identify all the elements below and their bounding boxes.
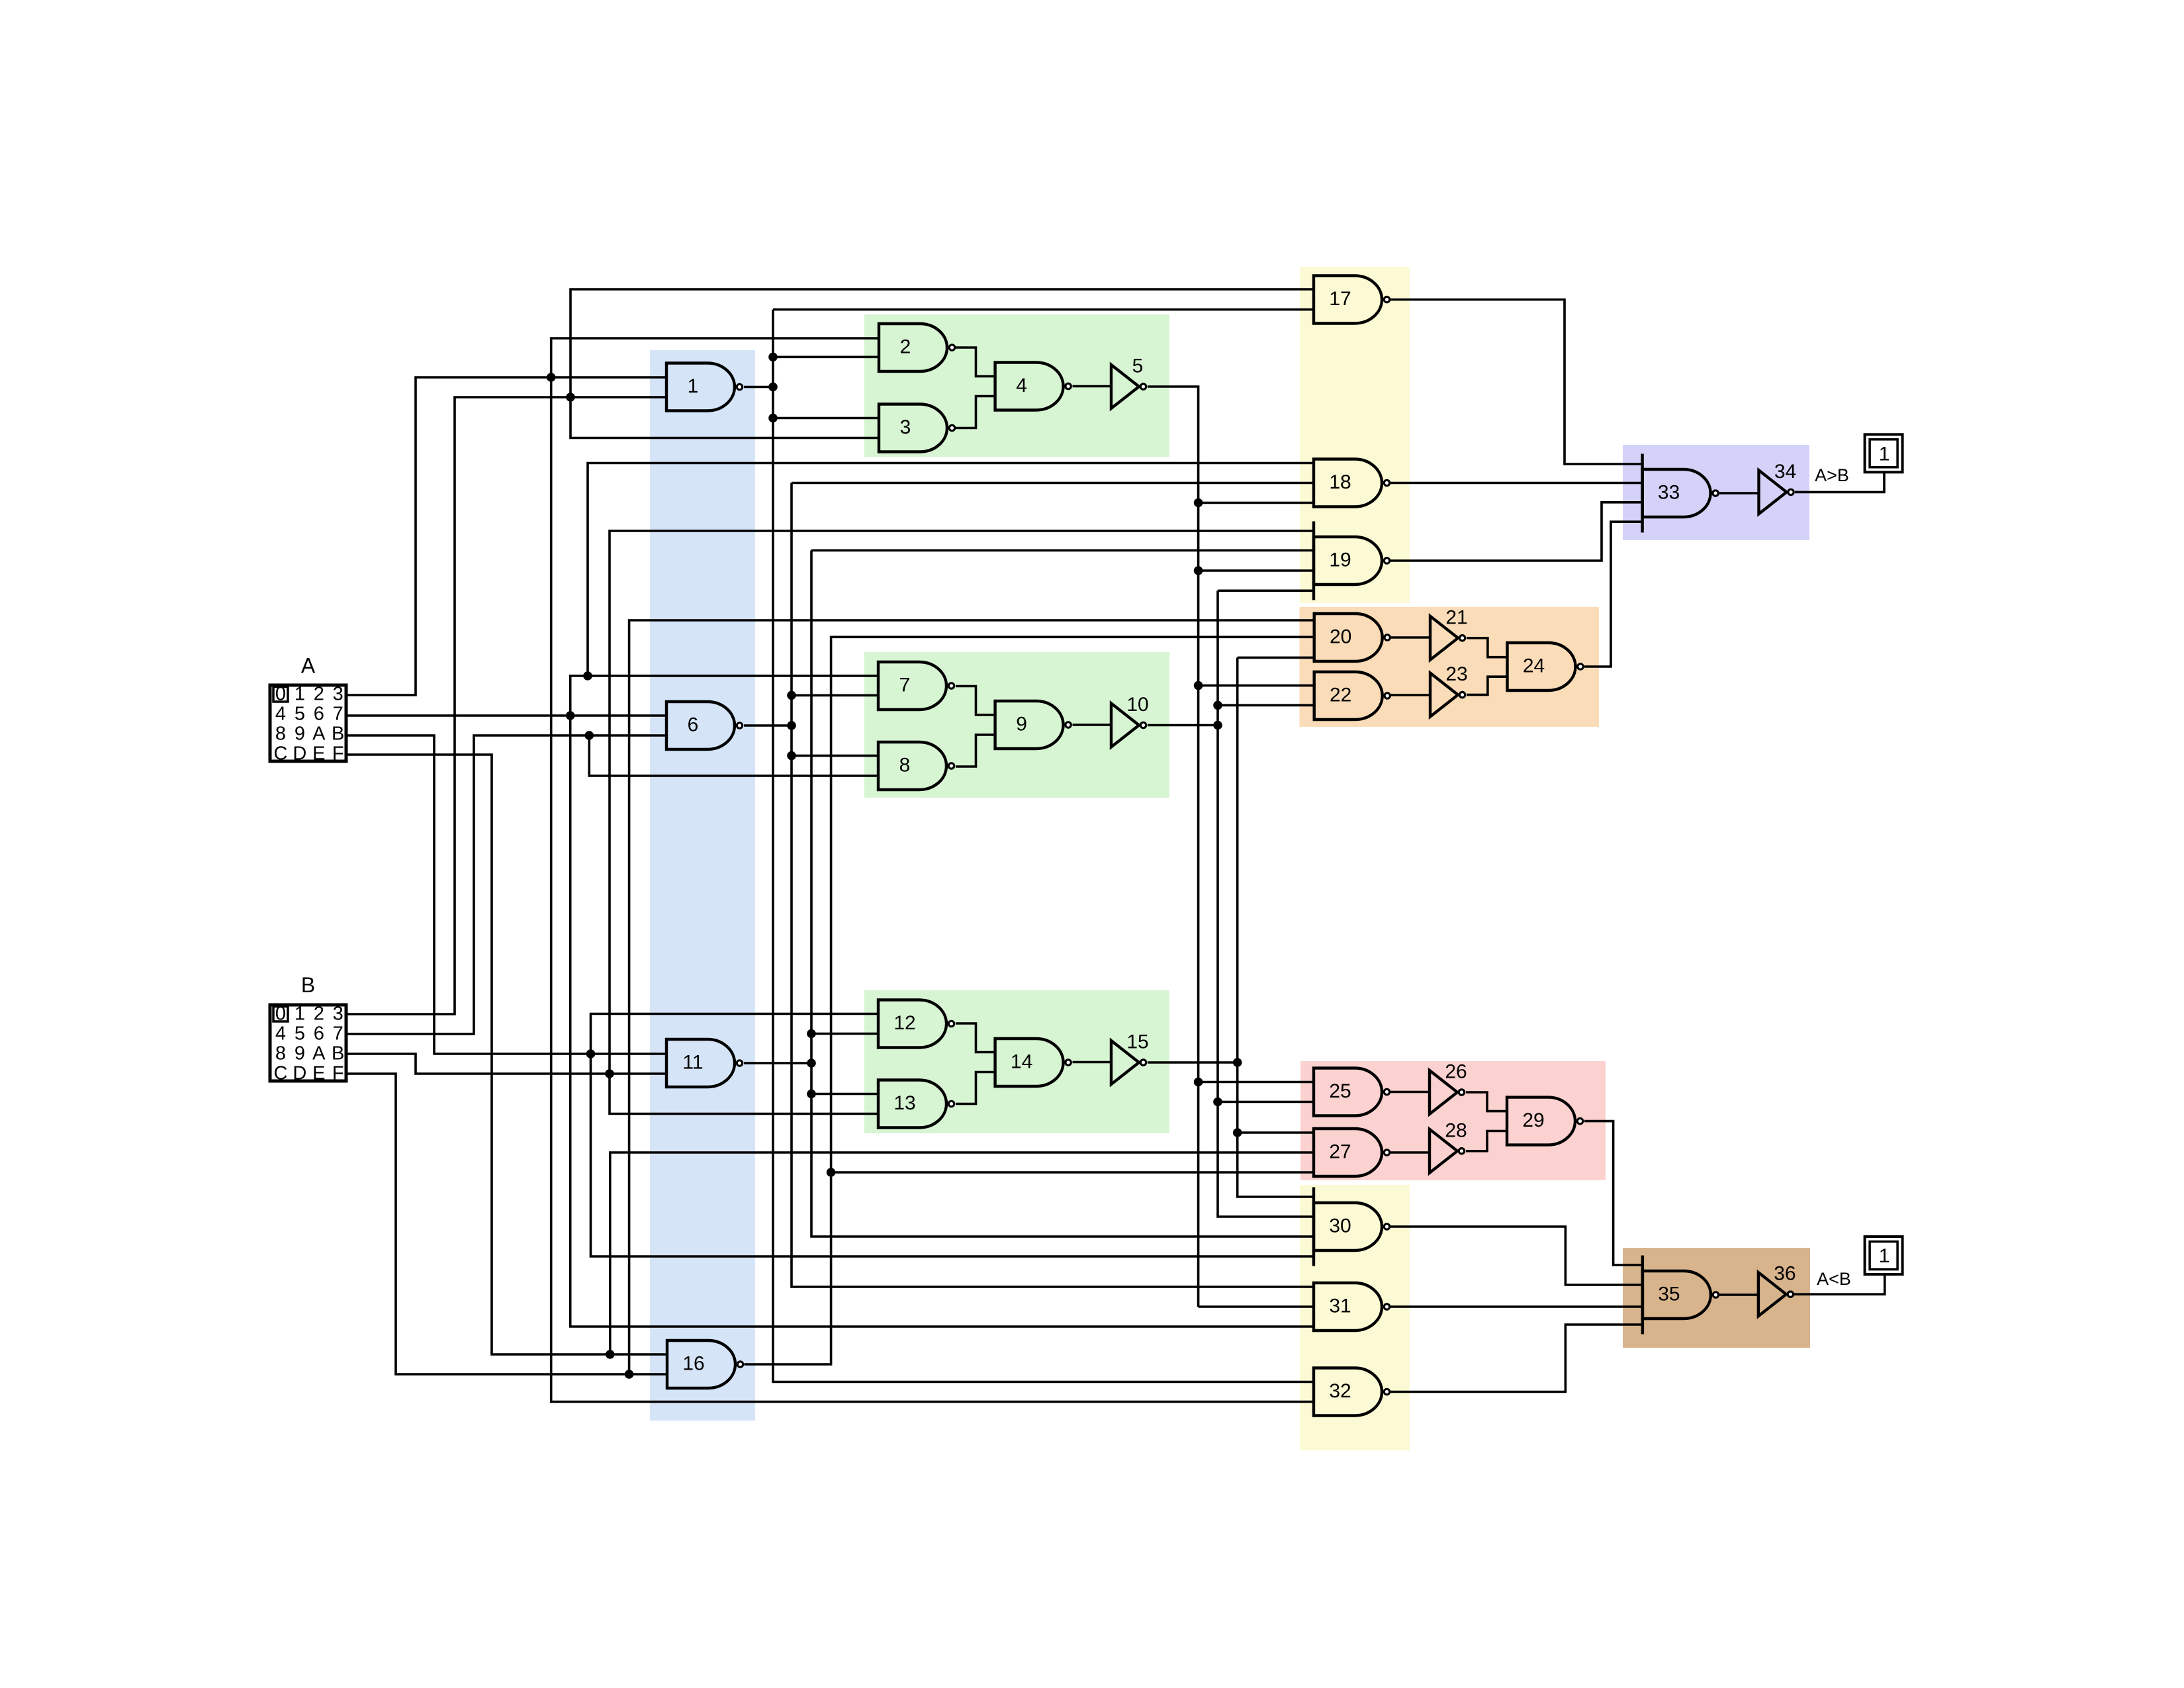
svg-text:E: E bbox=[312, 743, 325, 765]
svg-text:A: A bbox=[301, 654, 316, 678]
svg-text:5: 5 bbox=[295, 1023, 305, 1045]
svg-text:7: 7 bbox=[333, 704, 343, 725]
svg-text:5: 5 bbox=[295, 704, 305, 725]
svg-text:B: B bbox=[332, 724, 344, 745]
svg-text:3: 3 bbox=[333, 684, 343, 705]
svg-text:2: 2 bbox=[314, 1004, 324, 1025]
svg-text:11: 11 bbox=[682, 1052, 703, 1074]
svg-text:10: 10 bbox=[1126, 694, 1148, 716]
svg-text:2: 2 bbox=[314, 684, 324, 705]
svg-text:3: 3 bbox=[900, 416, 911, 438]
svg-text:2: 2 bbox=[900, 336, 911, 358]
svg-text:A: A bbox=[312, 724, 326, 745]
svg-text:35: 35 bbox=[1658, 1284, 1680, 1305]
svg-text:8: 8 bbox=[899, 755, 911, 776]
svg-text:23: 23 bbox=[1445, 663, 1467, 685]
svg-text:B: B bbox=[301, 973, 315, 997]
svg-text:4: 4 bbox=[275, 1023, 286, 1045]
svg-text:5: 5 bbox=[1132, 355, 1144, 377]
svg-text:9: 9 bbox=[295, 1043, 305, 1064]
svg-text:1: 1 bbox=[688, 375, 699, 397]
svg-text:4: 4 bbox=[275, 704, 286, 725]
svg-text:4: 4 bbox=[1016, 375, 1027, 397]
svg-text:D: D bbox=[293, 743, 306, 765]
svg-text:32: 32 bbox=[1329, 1380, 1351, 1402]
svg-text:1: 1 bbox=[295, 684, 305, 705]
svg-text:B: B bbox=[332, 1043, 344, 1064]
svg-text:6: 6 bbox=[314, 704, 324, 725]
svg-text:0: 0 bbox=[275, 1004, 286, 1025]
svg-text:26: 26 bbox=[1445, 1061, 1467, 1083]
svg-text:13: 13 bbox=[893, 1092, 915, 1114]
svg-text:30: 30 bbox=[1329, 1215, 1351, 1237]
svg-text:A<B: A<B bbox=[1817, 1269, 1851, 1289]
svg-text:1: 1 bbox=[295, 1004, 305, 1025]
svg-text:9: 9 bbox=[1016, 714, 1027, 735]
svg-text:9: 9 bbox=[295, 724, 305, 745]
svg-text:17: 17 bbox=[1329, 288, 1351, 310]
svg-text:31: 31 bbox=[1329, 1295, 1351, 1317]
svg-text:E: E bbox=[312, 1063, 325, 1084]
svg-text:0: 0 bbox=[275, 684, 286, 705]
svg-text:8: 8 bbox=[275, 724, 286, 745]
svg-text:22: 22 bbox=[1330, 684, 1351, 706]
svg-text:C: C bbox=[274, 743, 288, 765]
svg-text:36: 36 bbox=[1774, 1263, 1796, 1285]
svg-text:14: 14 bbox=[1011, 1051, 1032, 1073]
svg-text:8: 8 bbox=[275, 1043, 286, 1064]
svg-text:25: 25 bbox=[1329, 1080, 1351, 1102]
svg-text:15: 15 bbox=[1126, 1031, 1148, 1053]
svg-text:6: 6 bbox=[314, 1023, 324, 1045]
svg-text:24: 24 bbox=[1523, 655, 1545, 677]
svg-text:C: C bbox=[274, 1063, 288, 1084]
svg-text:12: 12 bbox=[893, 1012, 915, 1034]
svg-text:20: 20 bbox=[1330, 626, 1351, 648]
svg-text:27: 27 bbox=[1329, 1141, 1351, 1163]
svg-text:A>B: A>B bbox=[1815, 465, 1849, 485]
svg-text:D: D bbox=[293, 1063, 306, 1084]
svg-text:6: 6 bbox=[688, 714, 699, 736]
svg-text:21: 21 bbox=[1445, 606, 1467, 628]
svg-text:16: 16 bbox=[682, 1353, 704, 1375]
svg-text:33: 33 bbox=[1658, 482, 1680, 504]
svg-text:1: 1 bbox=[1879, 443, 1890, 465]
svg-text:29: 29 bbox=[1522, 1109, 1544, 1131]
svg-text:19: 19 bbox=[1329, 549, 1351, 571]
svg-text:3: 3 bbox=[333, 1004, 343, 1025]
svg-text:F: F bbox=[332, 1063, 344, 1084]
svg-text:F: F bbox=[332, 743, 344, 765]
svg-text:18: 18 bbox=[1329, 471, 1351, 493]
svg-text:7: 7 bbox=[333, 1023, 343, 1045]
svg-text:34: 34 bbox=[1774, 461, 1796, 483]
svg-text:1: 1 bbox=[1879, 1245, 1890, 1267]
svg-text:A: A bbox=[312, 1043, 326, 1064]
svg-text:7: 7 bbox=[899, 675, 911, 696]
svg-text:28: 28 bbox=[1445, 1119, 1467, 1141]
